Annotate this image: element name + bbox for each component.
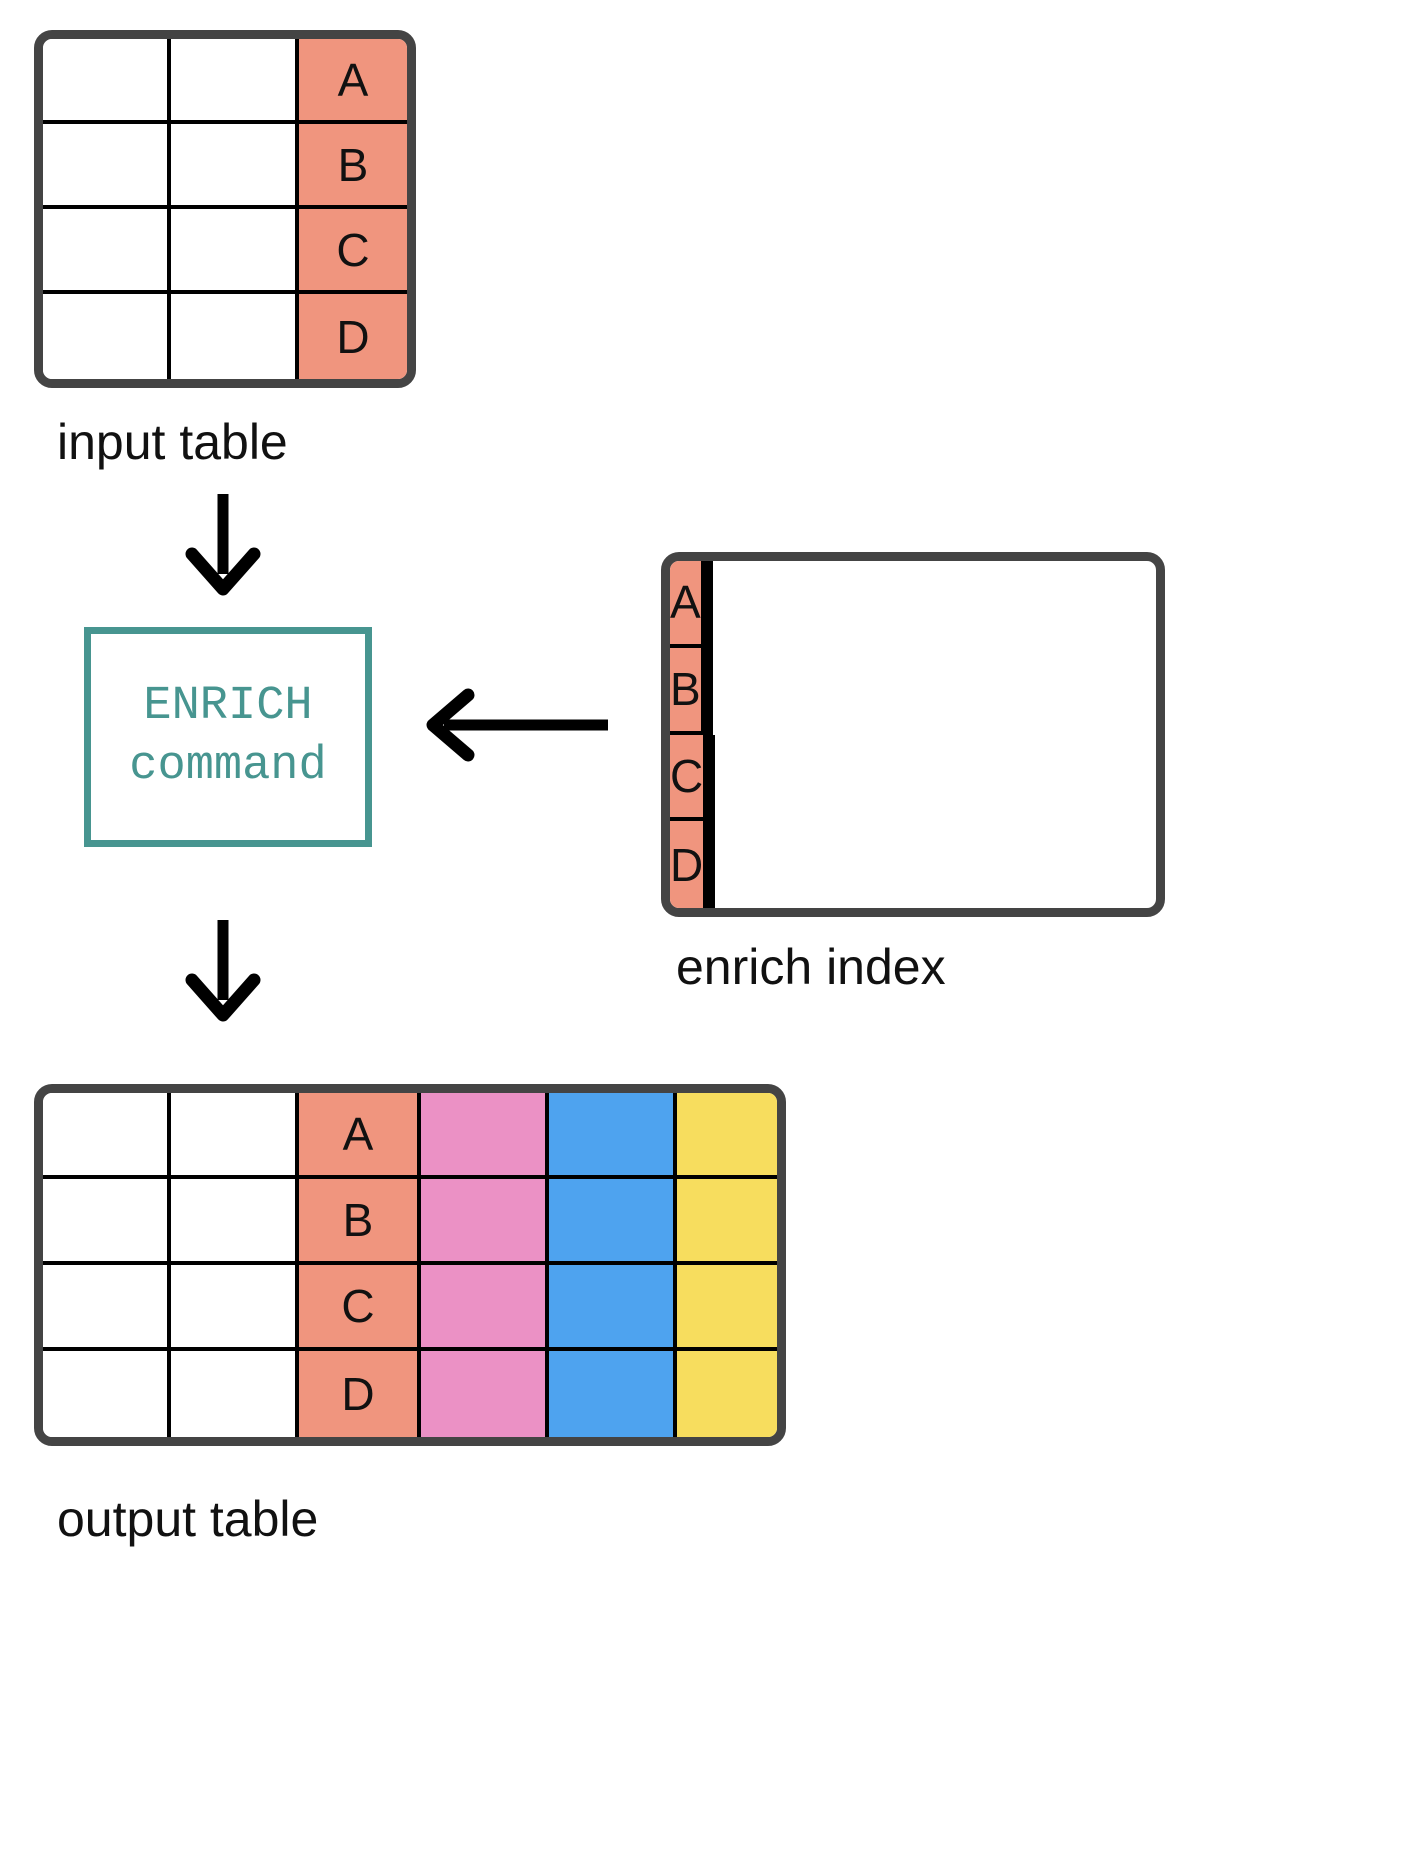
input-cell-key: A bbox=[299, 39, 407, 124]
input-cell-blank bbox=[43, 124, 171, 209]
enrich-command-box[interactable]: ENRICH command bbox=[84, 627, 372, 847]
output-cell-key: C bbox=[299, 1265, 421, 1351]
output-cell-blank bbox=[171, 1179, 299, 1265]
output-cell-field-yellow bbox=[677, 1265, 777, 1351]
output-cell-blank bbox=[43, 1351, 171, 1437]
output-cell-field-pink bbox=[421, 1179, 549, 1265]
output-cell-field-blue bbox=[549, 1351, 677, 1437]
output-table: A B C D bbox=[34, 1084, 786, 1446]
table-row: C bbox=[43, 209, 407, 294]
index-cell-key: D bbox=[670, 821, 708, 908]
output-cell-field-blue bbox=[549, 1265, 677, 1351]
input-cell-key: D bbox=[299, 294, 407, 379]
output-cell-field-yellow bbox=[677, 1351, 777, 1437]
output-cell-blank bbox=[171, 1265, 299, 1351]
command-label-line2: command bbox=[129, 740, 327, 793]
output-cell-key: D bbox=[299, 1351, 421, 1437]
output-table-caption: output table bbox=[57, 1491, 319, 1547]
enrich-index-caption: enrich index bbox=[676, 939, 946, 995]
output-cell-field-yellow bbox=[677, 1179, 777, 1265]
arrow-down-input-to-command bbox=[180, 492, 280, 602]
enrich-index-table: A B C D bbox=[661, 552, 1165, 917]
output-cell-field-blue bbox=[549, 1179, 677, 1265]
input-cell-blank bbox=[43, 294, 171, 379]
input-cell-blank bbox=[171, 209, 299, 294]
arrow-left-icon bbox=[426, 688, 608, 762]
index-cell-field-blue bbox=[708, 561, 713, 648]
input-cell-blank bbox=[171, 294, 299, 379]
output-cell-blank bbox=[43, 1265, 171, 1351]
table-row: D bbox=[43, 1351, 777, 1437]
input-cell-blank bbox=[43, 209, 171, 294]
input-cell-blank bbox=[171, 124, 299, 209]
input-cell-key: B bbox=[299, 124, 407, 209]
input-cell-key: C bbox=[299, 209, 407, 294]
table-row: B bbox=[43, 1179, 777, 1265]
command-label-line1: ENRICH bbox=[143, 679, 313, 733]
output-cell-field-pink bbox=[421, 1093, 549, 1179]
index-cell-field-pink bbox=[704, 647, 709, 735]
output-cell-blank bbox=[171, 1093, 299, 1179]
arrow-down-icon bbox=[185, 494, 261, 596]
index-cell-field-blue bbox=[711, 734, 716, 822]
table-row: C bbox=[670, 734, 1156, 822]
arrow-down-icon bbox=[185, 920, 261, 1022]
output-cell-blank bbox=[171, 1351, 299, 1437]
input-table: A B C D bbox=[34, 30, 416, 388]
output-cell-blank bbox=[43, 1179, 171, 1265]
index-cell-key: A bbox=[670, 561, 705, 648]
output-cell-field-pink bbox=[421, 1265, 549, 1351]
arrow-down-command-to-output bbox=[180, 918, 280, 1028]
table-row: C bbox=[43, 1265, 777, 1351]
output-cell-key: B bbox=[299, 1179, 421, 1265]
index-cell-key: C bbox=[670, 734, 708, 822]
index-cell-field-pink bbox=[707, 734, 712, 822]
output-cell-key: A bbox=[299, 1093, 421, 1179]
table-row: B bbox=[43, 124, 407, 209]
arrow-left-index-to-command bbox=[420, 685, 610, 765]
table-row: A bbox=[670, 561, 1156, 648]
table-row: D bbox=[43, 294, 407, 379]
input-cell-blank bbox=[43, 39, 171, 124]
input-table-caption: input table bbox=[57, 414, 288, 470]
table-row: B bbox=[670, 647, 1156, 735]
output-cell-field-pink bbox=[421, 1351, 549, 1437]
table-row: A bbox=[43, 39, 407, 124]
index-cell-field-blue bbox=[708, 647, 713, 735]
table-row: D bbox=[670, 821, 1156, 908]
index-cell-key: B bbox=[670, 647, 705, 735]
output-cell-blank bbox=[43, 1093, 171, 1179]
table-row: A bbox=[43, 1093, 777, 1179]
output-cell-field-yellow bbox=[677, 1093, 777, 1179]
index-cell-field-pink bbox=[704, 561, 709, 648]
index-cell-field-pink bbox=[707, 821, 712, 908]
input-cell-blank bbox=[171, 39, 299, 124]
output-cell-field-blue bbox=[549, 1093, 677, 1179]
index-cell-field-blue bbox=[711, 821, 716, 908]
